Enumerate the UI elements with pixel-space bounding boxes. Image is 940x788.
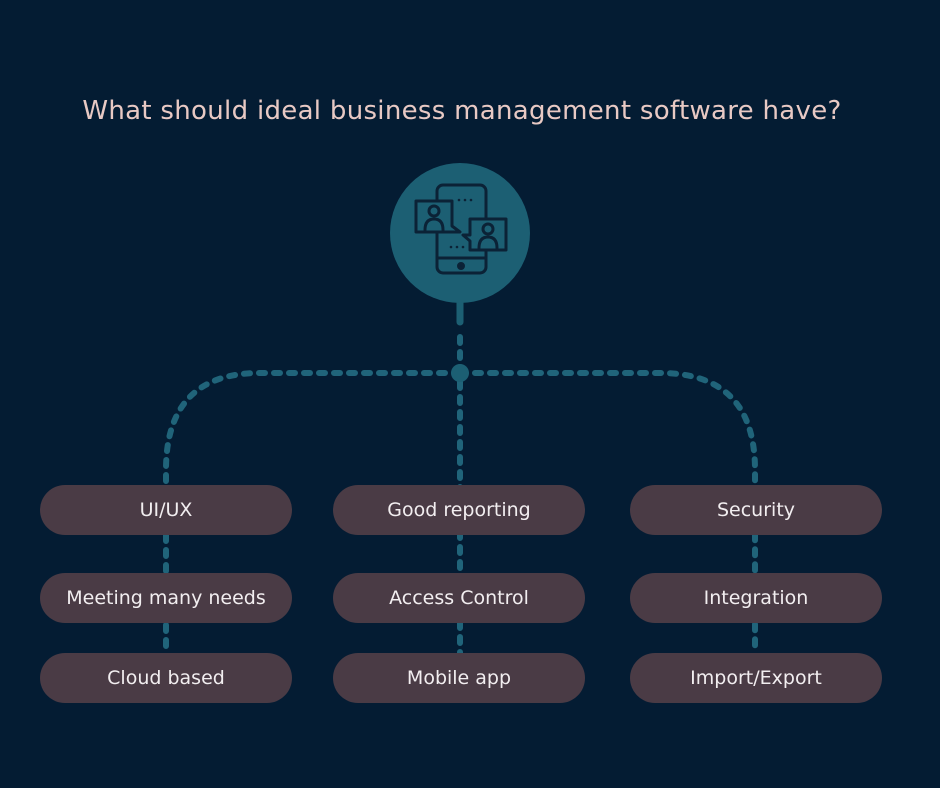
page-title: What should ideal business management so… (82, 96, 842, 126)
junction-node (451, 364, 469, 382)
right-branch (457, 370, 758, 656)
left-branch (163, 370, 463, 656)
feature-pill-mobile-app: Mobile app (333, 653, 585, 703)
feature-pill-good-reporting: Good reporting (333, 485, 585, 535)
feature-pill-cloud-based: Cloud based (40, 653, 292, 703)
mobile-video-chat-icon (414, 183, 508, 275)
feature-pill-security: Security (630, 485, 882, 535)
feature-pill-integration: Integration (630, 573, 882, 623)
feature-pill-access-control: Access Control (333, 573, 585, 623)
feature-pill-meeting-many-needs: Meeting many needs (40, 573, 292, 623)
feature-pill-ui-ux: UI/UX (40, 485, 292, 535)
feature-pill-import-export: Import/Export (630, 653, 882, 703)
